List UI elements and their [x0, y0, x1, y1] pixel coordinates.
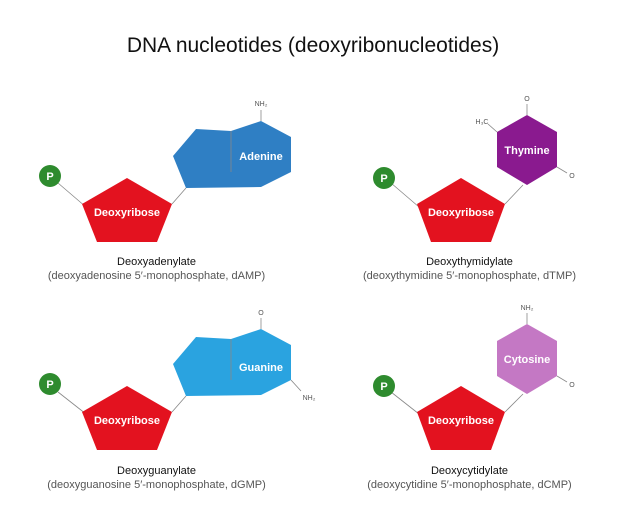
phosphate-label: P: [46, 379, 53, 391]
nucleotide-full-name-damp: (deoxyadenosine 5′-monophosphate, dAMP): [47, 270, 266, 282]
carbonyl-bond: [556, 375, 568, 383]
phosphate-group: [373, 375, 395, 397]
phosphate-label: P: [46, 171, 53, 183]
base-label: Adenine: [239, 151, 282, 163]
nucleotide-name-dgmp: Deoxyguanylate: [117, 465, 196, 477]
phosphate-bond: [57, 182, 87, 208]
phosphate-label: P: [380, 173, 387, 185]
amino-group-label: NH₂: [303, 395, 316, 402]
deoxyribose-ring: [417, 178, 505, 242]
deoxyribose-ring: [417, 386, 505, 450]
glycosidic-bond: [504, 184, 524, 205]
cytosine-base: [497, 324, 557, 394]
deoxyribose-ring: [82, 386, 172, 450]
carbonyl-bond: [556, 166, 568, 174]
deoxyribose-ring: [82, 178, 172, 242]
glycosidic-bond: [171, 395, 187, 413]
sugar-label: Deoxyribose: [428, 207, 494, 219]
sugar-label: Deoxyribose: [94, 415, 160, 427]
base-label: Guanine: [239, 362, 283, 374]
nucleotide-dcmp: P Deoxyribose NH₂ O Cytosine: [373, 305, 575, 450]
nucleotide-damp: P Deoxyribose NH₂ Adenine: [39, 101, 291, 242]
amino-bond: [290, 379, 302, 392]
amino-group-label: NH₂: [521, 305, 534, 312]
nucleotide-full-name-dcmp: (deoxycytidine 5′-monophosphate, dCMP): [367, 479, 572, 491]
nucleotide-name-damp: Deoxyadenylate: [117, 256, 196, 268]
guanine-base: [173, 329, 291, 396]
carbonyl-label: O: [258, 310, 264, 317]
amino-group-label: NH₂: [255, 101, 268, 108]
glycosidic-bond: [504, 393, 524, 413]
phosphate-group: [39, 165, 61, 187]
phosphate-bond: [57, 391, 87, 415]
nucleotide-full-name-dgmp: (deoxyguanosine 5′-monophosphate, dGMP): [47, 479, 266, 491]
phosphate-bond: [390, 182, 420, 208]
phosphate-group: [39, 373, 61, 395]
methyl-bond: [487, 123, 498, 133]
nucleotide-name-dcmp: Deoxycytidylate: [430, 465, 509, 477]
carbonyl-label: O: [524, 96, 530, 103]
glycosidic-bond: [171, 187, 187, 205]
phosphate-bond: [390, 391, 420, 415]
nucleotide-dgmp: P Deoxyribose O NH₂ Guanine: [39, 310, 316, 450]
nucleotide-dtmp: P Deoxyribose O H₃C O Thymine: [373, 96, 575, 242]
phosphate-group: [373, 167, 395, 189]
base-label: Thymine: [504, 145, 549, 157]
nucleotide-full-name-dtmp: (deoxythymidine 5′-monophosphate, dTMP): [362, 270, 576, 282]
methyl-group-label: H₃C: [476, 119, 489, 126]
adenine-base: [173, 121, 291, 188]
phosphate-label: P: [380, 381, 387, 393]
thymine-base: [497, 115, 557, 185]
sugar-label: Deoxyribose: [428, 415, 494, 427]
base-label: Cytosine: [504, 354, 550, 366]
sugar-label: Deoxyribose: [94, 207, 160, 219]
page-title: DNA nucleotides (deoxyribonucleotides): [126, 34, 500, 57]
carbonyl-label: O: [569, 382, 575, 389]
nucleotide-name-dtmp: Deoxythymidylate: [426, 256, 513, 268]
carbonyl-label: O: [569, 173, 575, 180]
